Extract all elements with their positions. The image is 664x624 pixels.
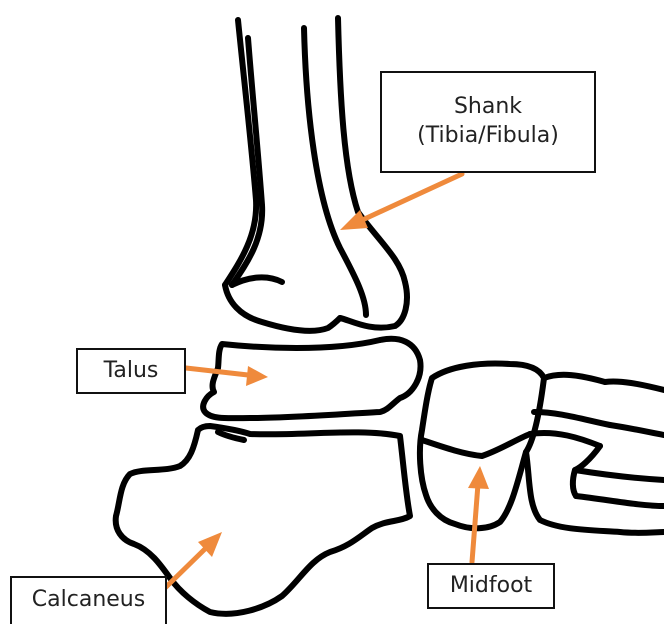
midfoot-bones bbox=[420, 364, 664, 533]
talus-label: Talus bbox=[76, 348, 186, 394]
midfoot-arrow bbox=[468, 466, 489, 562]
shank-label-line1: Shank bbox=[454, 93, 522, 122]
midfoot-label-text: Midfoot bbox=[450, 572, 532, 601]
midfoot-label: Midfoot bbox=[427, 563, 555, 609]
talus-bone bbox=[203, 339, 420, 418]
calcaneus-label: Calcaneus bbox=[10, 576, 167, 624]
shank-arrow bbox=[340, 174, 462, 230]
shank-label-line2: (Tibia/Fibula) bbox=[417, 122, 559, 151]
talus-arrow bbox=[186, 366, 268, 386]
calcaneus-label-text: Calcaneus bbox=[32, 586, 145, 615]
shank-bone bbox=[225, 18, 407, 331]
talus-label-text: Talus bbox=[104, 357, 159, 386]
calcaneus-arrow bbox=[165, 532, 222, 588]
shank-label: Shank (Tibia/Fibula) bbox=[380, 71, 596, 173]
